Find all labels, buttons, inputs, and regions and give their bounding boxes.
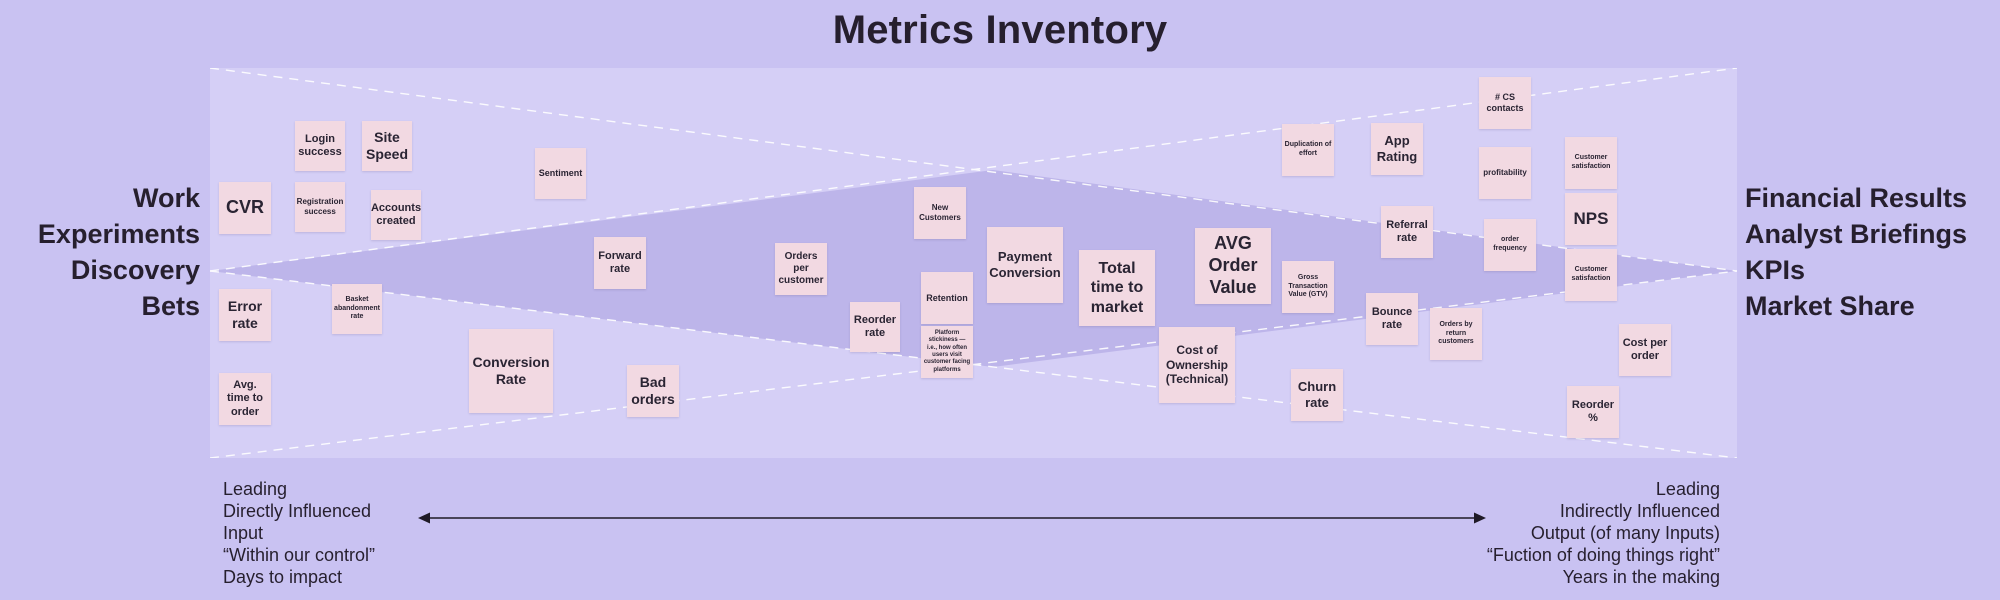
bottom-left-label: Days to impact [223,567,343,587]
right-labels: Financial Results Analyst Briefings KPIs… [1745,180,1967,324]
sticky-note-app-rating[interactable]: App Rating [1371,123,1423,175]
sticky-note-nps[interactable]: NPS [1565,193,1617,245]
sticky-note-avg-order-value[interactable]: AVG Order Value [1195,228,1271,304]
sticky-note-site-speed[interactable]: Site Speed [362,121,412,171]
sticky-note-cost-of-ownership[interactable]: Cost of Ownership (Technical) [1159,327,1235,403]
double-arrow-icon [418,512,1486,524]
left-label: Discovery [70,255,200,285]
bottom-right-label: Leading [1655,479,1720,499]
sticky-note-bounce-rate[interactable]: Bounce rate [1366,293,1418,345]
dashed-line [210,270,1737,458]
bottom-left-label: Leading [223,479,288,499]
sticky-note-cost-per-order[interactable]: Cost per order [1619,324,1671,376]
sticky-note-platform-stickiness[interactable]: Platform stickiness — i.e., how often us… [921,326,973,378]
right-label: Financial Results [1745,183,1968,213]
right-label: Market Share [1745,291,1915,321]
sticky-note-avg-time-to-order[interactable]: Avg. time to order [219,373,271,425]
bottom-left-labels: Leading Directly Influenced Input “Withi… [223,478,375,588]
sticky-note-retention[interactable]: Retention [921,272,973,324]
sticky-note-total-time-to-market[interactable]: Total time to market [1079,250,1155,326]
bottom-right-labels: Leading Indirectly Influenced Output (of… [1487,478,1720,588]
bottom-left-label: Input [223,523,264,543]
left-label: Work [132,183,200,213]
sticky-note-error-rate[interactable]: Error rate [219,289,271,341]
left-label: Bets [141,291,200,321]
sticky-note-reorder-rate[interactable]: Reorder rate [850,302,900,352]
sticky-note-cvr[interactable]: CVR [219,182,271,234]
sticky-note-sentiment[interactable]: Sentiment [535,148,586,199]
sticky-note-reorder-pct[interactable]: Reorder % [1567,386,1619,438]
sticky-note-referral-rate[interactable]: Referral rate [1381,206,1433,258]
sticky-note-orders-by-return-customers[interactable]: Orders by return customers [1430,308,1482,360]
sticky-note-payment-conversion[interactable]: Payment Conversion [987,227,1063,303]
sticky-note-customer-satisfaction-2[interactable]: Customer satisfaction [1565,249,1617,301]
bottom-left-label: Directly Influenced [223,501,372,521]
sticky-note-churn-rate[interactable]: Churn rate [1291,369,1343,421]
sticky-note-accounts-created[interactable]: Accounts created [371,190,421,240]
sticky-note-duplication-of-effort[interactable]: Duplication of effort [1282,124,1334,176]
sticky-note-login-success[interactable]: Login success [295,121,345,171]
bottom-right-label: Indirectly Influenced [1559,501,1720,521]
sticky-note-basket-abandonment[interactable]: Basket abandonment rate [332,284,382,334]
sticky-note-cs-contacts[interactable]: # CS contacts [1479,77,1531,129]
sticky-note-registration-success[interactable]: Registration success [295,182,345,232]
sticky-note-orders-per-customer[interactable]: Orders per customer [775,243,827,295]
bottom-right-label: “Fuction of doing things right” [1486,545,1720,565]
sticky-note-gtv[interactable]: Gross Transaction Value (GTV) [1282,261,1334,313]
left-label: Experiments [37,219,200,249]
sticky-note-new-customers[interactable]: New Customers [914,187,966,239]
right-label: KPIs [1745,255,1806,285]
bottom-left-label: “Within our control” [223,545,376,565]
sticky-note-order-frequency[interactable]: order frequency [1484,219,1536,271]
left-labels: Work Experiments Discovery Bets [38,180,200,324]
right-label: Analyst Briefings [1745,219,1968,249]
sticky-note-conversion-rate[interactable]: Conversion Rate [469,329,553,413]
sticky-note-bad-orders[interactable]: Bad orders [627,365,679,417]
sticky-note-profitability[interactable]: profitability [1479,147,1531,199]
page-title: Metrics Inventory [832,8,1168,52]
bottom-right-label: Output (of many Inputs) [1530,523,1720,543]
sticky-note-forward-rate[interactable]: Forward rate [594,237,646,289]
sticky-note-customer-satisfaction-1[interactable]: Customer satisfaction [1565,137,1617,189]
bottom-right-label: Years in the making [1562,567,1720,587]
